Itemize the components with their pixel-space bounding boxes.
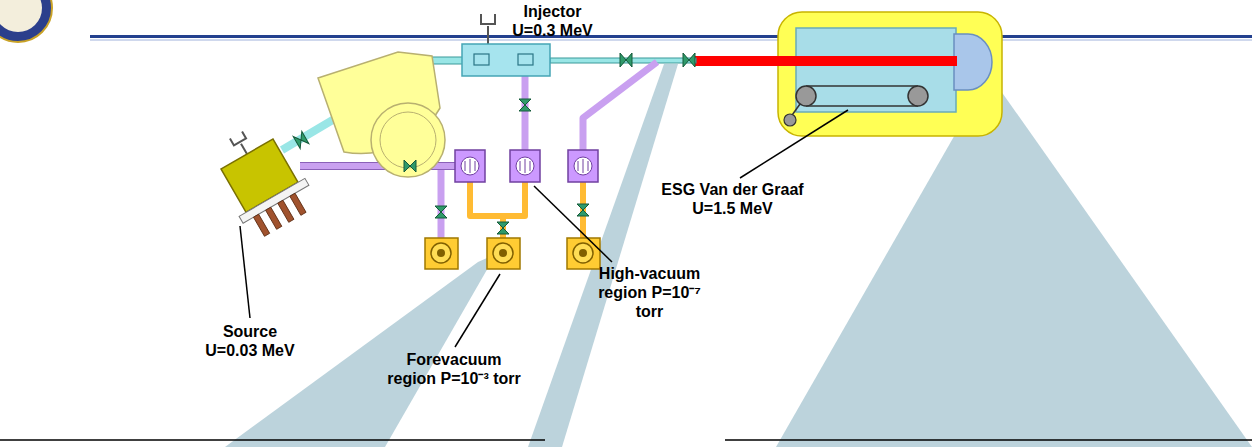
pump-grid: [465, 159, 588, 173]
beam-pipe: [282, 118, 336, 150]
forevacuum-line: [470, 182, 583, 238]
callout-wedge: [225, 64, 1252, 447]
header-rule: [90, 35, 1252, 38]
van-der-graaf: [778, 12, 1002, 136]
injector-label: Injector U=0.3 MeV: [505, 2, 600, 40]
slide-rule: [725, 439, 1252, 441]
magnet-coil: [371, 103, 445, 177]
ion-beam: [695, 56, 957, 66]
agency-seal: [0, 0, 52, 42]
source-label: Source U=0.03 MeV: [200, 322, 300, 360]
leader-line: [240, 110, 848, 347]
magnet-coil: [380, 112, 436, 168]
generator-label: ESG Van der Graaf U=1.5 MeV: [655, 180, 810, 218]
high-vacuum-label: High-vacuum region P=10⁻⁷ torr: [592, 264, 707, 321]
ion-pump: [455, 150, 598, 182]
ion-source: [203, 116, 320, 242]
forevacuum-label: Forevacuum region P=10⁻³ torr: [383, 350, 525, 388]
header-rule: [90, 40, 1252, 41]
forevacuum-pump: [425, 238, 600, 269]
slide-rule: [0, 439, 545, 441]
valve: [293, 53, 695, 234]
